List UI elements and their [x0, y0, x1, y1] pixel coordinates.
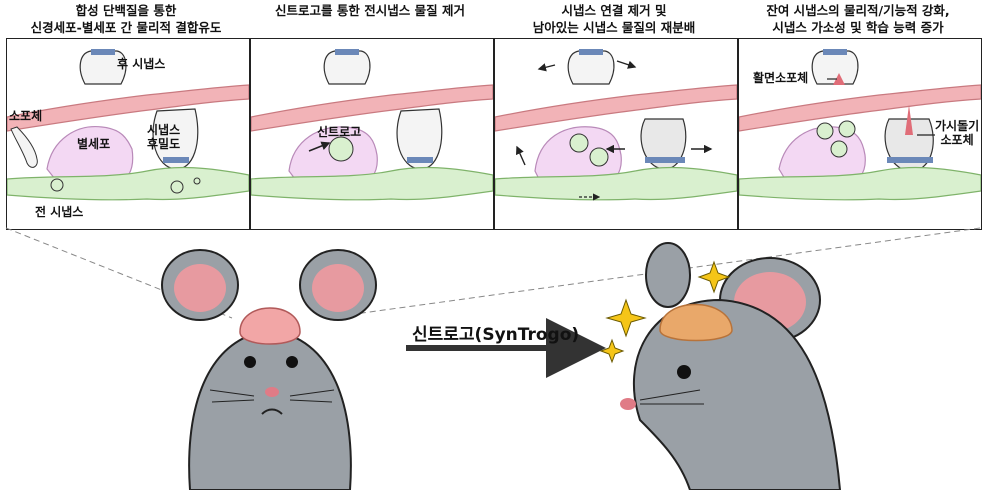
spine-left [10, 126, 38, 168]
redistribution-arrow [537, 63, 556, 72]
dendrite [251, 84, 493, 132]
mouse-before [161, 249, 377, 490]
postsynaptic-spine [79, 50, 127, 85]
mouse-after [620, 242, 842, 490]
panel-4-title-line-1: 잔여 시냅스의 물리적/기능적 강화, [766, 3, 950, 18]
panel-3-redistribution [494, 38, 738, 230]
mouse-right-ear-inner [312, 264, 364, 312]
panel-1-synapse-binding: 후 시냅스 소포체 별세포 시냅스 후밀도 전 시냅스 [6, 38, 250, 230]
postsynaptic-spine [811, 50, 859, 85]
panel-2-title-line-1: 신트로고를 통한 전시냅스 물질 제거 [275, 3, 465, 18]
psd-receptor [645, 157, 685, 163]
whisker [209, 389, 255, 397]
panel-3-title-line-2: 남아있는 시냅스 물질의 재분배 [532, 20, 696, 35]
whisker [639, 389, 701, 401]
label-psd-line-2: 후밀도 [147, 137, 181, 151]
psd-receptor [407, 157, 433, 163]
presynaptic-axon [251, 166, 493, 201]
dendrite [7, 84, 249, 132]
mouse-left-ear [645, 242, 691, 308]
panel-3-title-line-1: 시냅스 연결 제거 및 [561, 3, 667, 18]
smooth-er [833, 73, 845, 85]
label-astrocyte: 별세포 [77, 137, 111, 151]
glowing-brain-icon [659, 303, 733, 342]
panel-3-title: 시냅스 연결 제거 및 남아있는 시냅스 물질의 재분배 [494, 2, 734, 36]
panel-4-title-line-2: 시냅스 가소성 및 학습 능력 증가 [772, 20, 944, 35]
panel-4-title: 잔여 시냅스의 물리적/기능적 강화, 시냅스 가소성 및 학습 능력 증가 [738, 2, 978, 36]
presynaptic-axon [739, 166, 981, 201]
label-presynapse: 전 시냅스 [35, 205, 84, 219]
panel-4-strengthening: 활면소포체 가시돌기 소포체 [738, 38, 982, 230]
pointer-arrow [308, 141, 331, 152]
label-spine-apparatus: 가시돌기 소포체 [935, 119, 979, 147]
redistribution-arrow [516, 145, 526, 166]
psd-receptor [163, 157, 189, 163]
panel-1-title-line-2: 신경세포-별세포 간 물리적 결합유도 [30, 20, 222, 35]
receptor [91, 49, 115, 55]
mouse-nose [265, 387, 279, 397]
panel-2-title: 신트로고를 통한 전시냅스 물질 제거 [250, 2, 490, 19]
label-syntrogo: 신트로고 [317, 125, 362, 139]
spine-apparatus [905, 105, 913, 135]
psd-receptor [887, 157, 933, 163]
sparkle-icon [697, 260, 731, 294]
label-microglia: 소포체 [9, 109, 43, 123]
label-spine-line-1: 가시돌기 [935, 119, 980, 133]
mouse-left-ear-inner [174, 264, 226, 312]
panel-3-drawing [495, 49, 737, 201]
sparkle-icon [605, 298, 647, 338]
label-postsynapse: 후 시냅스 [117, 57, 166, 71]
brain-icon [239, 307, 301, 345]
panel-1-title-line-1: 합성 단백질을 통한 [75, 3, 177, 18]
panel-1-drawing [7, 49, 249, 201]
presynaptic-axon [7, 166, 249, 201]
postsynaptic-spine [323, 50, 371, 85]
dendrite [495, 84, 737, 132]
mouse-body [632, 298, 842, 490]
vesicle [816, 122, 834, 140]
mouse-nose [620, 398, 636, 410]
redistribution-arrow [616, 60, 637, 69]
vesicle [830, 140, 848, 158]
engulfed-vesicle [569, 133, 589, 153]
label-spine-line-2: 소포체 [940, 133, 974, 147]
label-smooth-er: 활면소포체 [753, 71, 809, 85]
vesicle [170, 180, 184, 194]
whisker [289, 389, 335, 397]
dendrite [739, 84, 981, 132]
transition-label: 신트로고(SynTrogo) [412, 325, 580, 345]
vesicle [193, 177, 201, 185]
receptor [823, 49, 847, 55]
presynaptic-axon [495, 166, 737, 201]
panel-2-drawing [251, 49, 493, 201]
whisker [211, 399, 255, 403]
engulfed-vesicle [589, 147, 609, 167]
mouse-eye [244, 356, 256, 368]
label-psd: 시냅스 후밀도 [147, 123, 180, 151]
mouse-frown [261, 408, 283, 415]
vesicle [838, 120, 856, 138]
panel-2-syntrogo-removal: 신트로고 [250, 38, 494, 230]
mouse-eye [286, 356, 298, 368]
panel-4-drawing [739, 49, 981, 201]
postsynaptic-spine [567, 50, 615, 85]
receptor [579, 49, 603, 55]
panel-1-title: 합성 단백질을 통한 신경세포-별세포 간 물리적 결합유도 [6, 2, 246, 36]
vesicle [50, 178, 64, 192]
receptor [335, 49, 359, 55]
whisker [289, 399, 333, 403]
sparkle-icon [599, 338, 625, 364]
mouse-eye [677, 365, 691, 379]
label-psd-line-1: 시냅스 [147, 123, 181, 137]
